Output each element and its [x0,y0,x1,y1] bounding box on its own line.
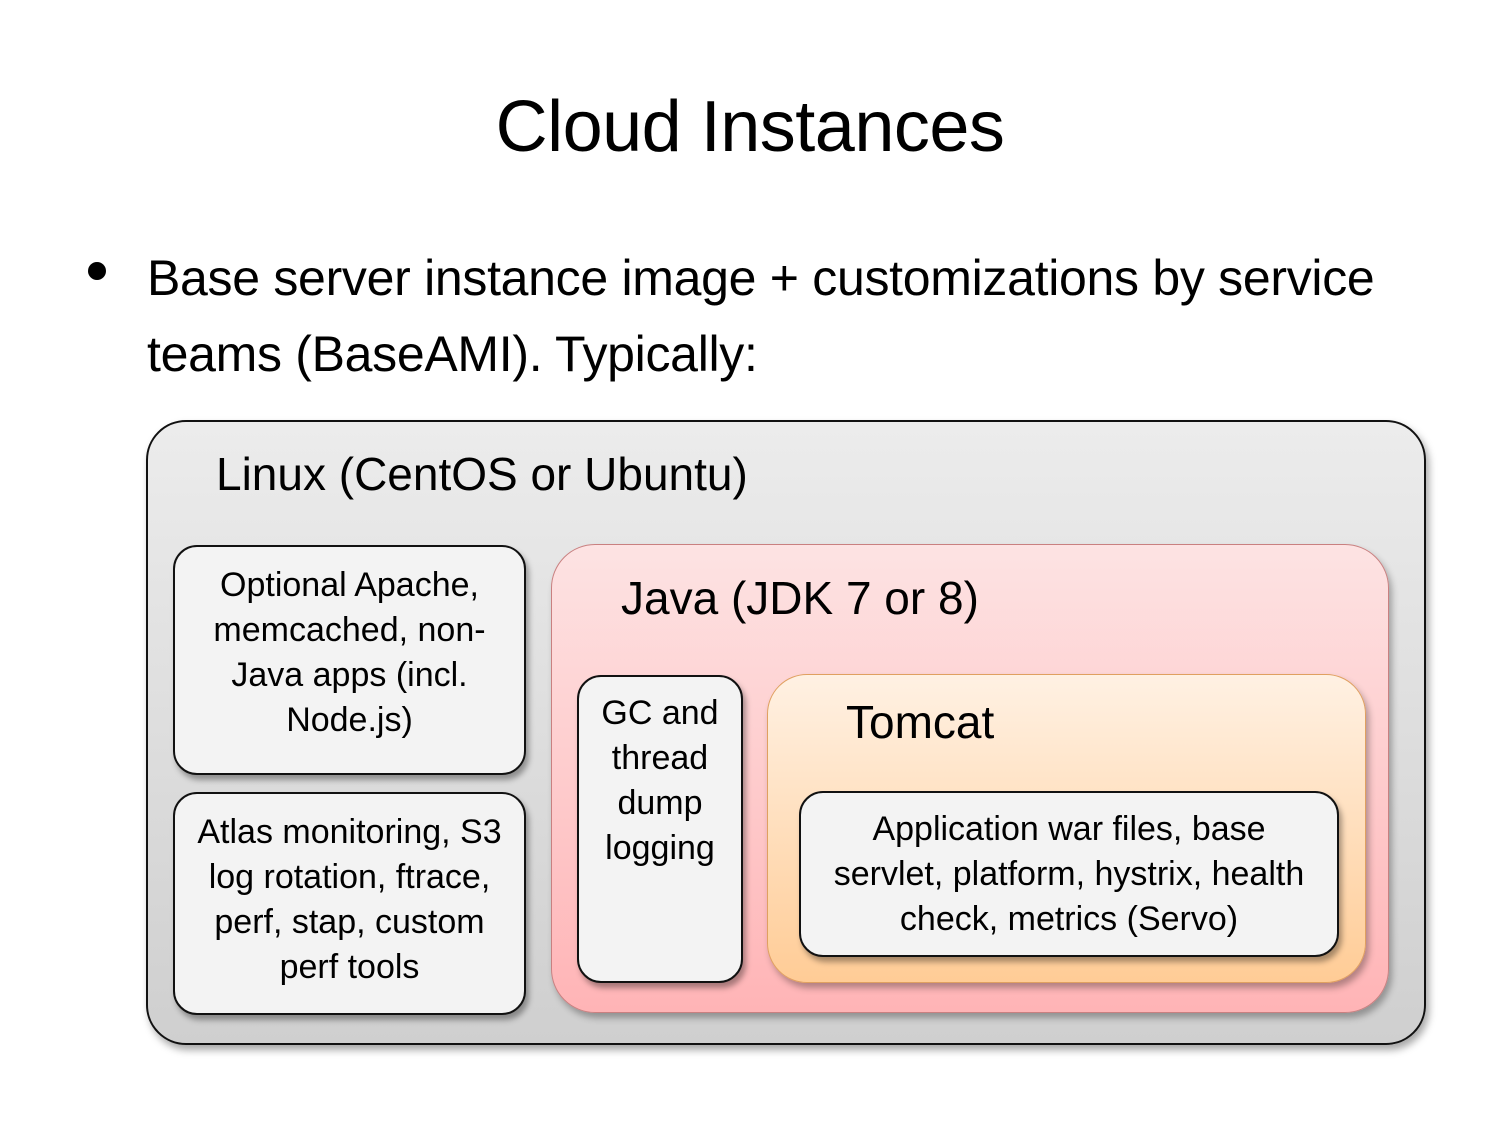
application-text: Application war files, base servlet, pla… [833,809,1305,938]
gc-logging-text: GC and thread dump logging [601,694,719,867]
linux-layer-label: Linux (CentOS or Ubuntu) [216,448,748,500]
application-box: Application war files, base servlet, pla… [799,791,1339,957]
gc-logging-box: GC and thread dump logging [577,675,743,983]
bullet-dot-icon [88,262,106,280]
atlas-monitoring-box: Atlas monitoring, S3 log rotation, ftrac… [173,792,526,1015]
java-layer-label: Java (JDK 7 or 8) [621,572,979,624]
atlas-monitoring-text: Atlas monitoring, S3 log rotation, ftrac… [197,813,502,986]
optional-apps-box: Optional Apache, memcached, non-Java app… [173,545,526,775]
bullet-text: Base server instance image + customizati… [147,250,1375,382]
optional-apps-text: Optional Apache, memcached, non-Java app… [213,566,486,739]
slide-title: Cloud Instances [495,87,1005,167]
tomcat-layer-label: Tomcat [846,696,995,748]
